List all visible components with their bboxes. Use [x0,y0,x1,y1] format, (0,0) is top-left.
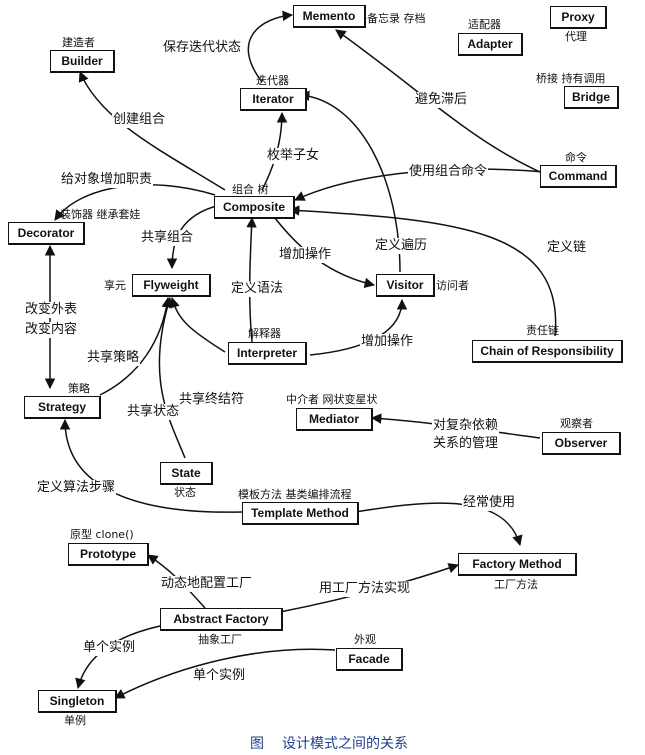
anno-decorator: 装饰器 继承套娃 [60,208,141,221]
edge-label-define-chain: 定义链 [546,240,588,256]
edge-chain-composite [288,205,557,337]
edge-label-share-terminal: 共享终结符 [178,392,246,408]
node-decorator: Decorator [8,222,85,245]
node-flyweight: Flyweight [132,274,211,297]
edge-label-dynamic-factory: 动态地配置工厂 [160,576,254,592]
edge-label-add-ops: 增加操作 [278,247,333,263]
anno-bridge: 桥接 持有调用 [536,72,606,85]
edge-label-change-skin: 改变外表 [24,302,79,318]
anno-memento: 备忘录 存档 [367,12,426,25]
node-builder: Builder [50,50,115,73]
edge-composite-flyweight [166,204,221,270]
edge-label-single-instance-1: 单个实例 [82,640,137,656]
node-iterator: Iterator [240,88,307,111]
node-factory-method: Factory Method [458,553,577,576]
edge-label-share-state: 共享状态 [126,404,181,420]
edge-label-use-factory-method: 用工厂方法实现 [318,581,412,597]
edge-label-change-guts: 改变内容 [24,322,79,338]
node-state: State [160,462,213,485]
figure-caption: 图 设计模式之间的关系 [250,733,426,753]
anno-mediator: 中介者 网状变星状 [286,393,378,406]
caption-title: 设计模式之间的关系 [282,736,408,752]
edge-facade-singleton [114,648,336,699]
edge-label-create-composite: 创建组合 [112,112,167,128]
node-command: Command [540,165,617,188]
node-prototype: Prototype [68,543,149,566]
edge-iterator-memento [247,10,294,83]
edge-interpreter-flyweight [169,296,226,353]
edge-label-enum-children: 枚举子女 [266,148,321,164]
edge-state-flyweight [158,296,186,459]
anno-visitor: 访问者 [436,279,469,292]
anno-flyweight: 享元 [104,279,126,292]
edge-strategy-flyweight [99,296,172,396]
anno-factory-method: 工厂方法 [494,578,538,591]
edge-label-single-instance-2: 单个实例 [192,668,247,684]
node-memento: Memento [293,5,366,28]
node-observer: Observer [542,432,621,455]
edge-interpreter-composite [246,216,257,343]
edge-command-memento [335,29,541,173]
anno-iterator: 迭代器 [256,74,289,87]
edge-abstract-singleton [75,623,171,690]
anno-command: 命令 [565,151,587,164]
anno-prototype: 原型 clone() [70,528,134,541]
node-interpreter: Interpreter [228,342,307,365]
anno-builder: 建造者 [62,36,95,49]
anno-interpreter: 解释器 [248,327,281,340]
edge-label-add-duties: 给对象增加职责 [60,172,154,188]
caption-prefix: 图 [250,736,264,752]
node-facade: Facade [336,648,403,671]
anno-composite: 组合 树 [232,183,269,196]
anno-singleton: 单例 [64,714,86,727]
node-abstract-factory: Abstract Factory [160,608,283,631]
anno-adapter: 适配器 [468,18,501,31]
edge-template-strategy [59,418,243,513]
edge-label-save-iter-state: 保存迭代状态 [162,40,243,56]
edge-composite-builder [78,71,226,191]
edge-label-share-strategy: 共享策略 [86,350,141,366]
edge-label-share-composite: 共享组合 [140,230,195,246]
node-template: Template Method [242,502,359,525]
edge-label-avoid-lag: 避免滞后 [414,92,469,108]
edge-label-add-ops2: 增加操作 [360,334,415,350]
edge-label-complex-deps-2: 关系的管理 [432,436,500,452]
edge-label-use-composite-cmd: 使用组合命令 [408,164,489,180]
node-visitor: Visitor [376,274,435,297]
anno-facade: 外观 [354,633,376,646]
edge-label-complex-deps-1: 对复杂依赖 [432,418,500,434]
anno-abstract-factory: 抽象工厂 [198,633,242,646]
node-mediator: Mediator [296,408,373,431]
anno-template: 模板方法 基类编排流程 [238,488,352,501]
anno-observer: 观察者 [560,417,593,430]
edge-label-define-grammar: 定义语法 [230,281,285,297]
node-proxy: Proxy [550,6,607,29]
node-composite: Composite [214,196,295,219]
node-chain: Chain of Responsibility [472,340,623,363]
node-singleton: Singleton [38,690,117,713]
anno-proxy: 代理 [565,30,587,43]
edge-label-define-traverse: 定义遍历 [374,238,429,254]
anno-state: 状态 [174,486,196,499]
node-adapter: Adapter [458,33,523,56]
node-strategy: Strategy [24,396,101,419]
anno-strategy: 策略 [68,382,90,395]
edge-label-define-algo: 定义算法步骤 [36,480,117,496]
edge-template-factory [354,502,523,547]
anno-chain: 责任链 [526,324,559,337]
edge-label-often-use: 经常使用 [462,495,517,511]
node-bridge: Bridge [564,86,619,109]
